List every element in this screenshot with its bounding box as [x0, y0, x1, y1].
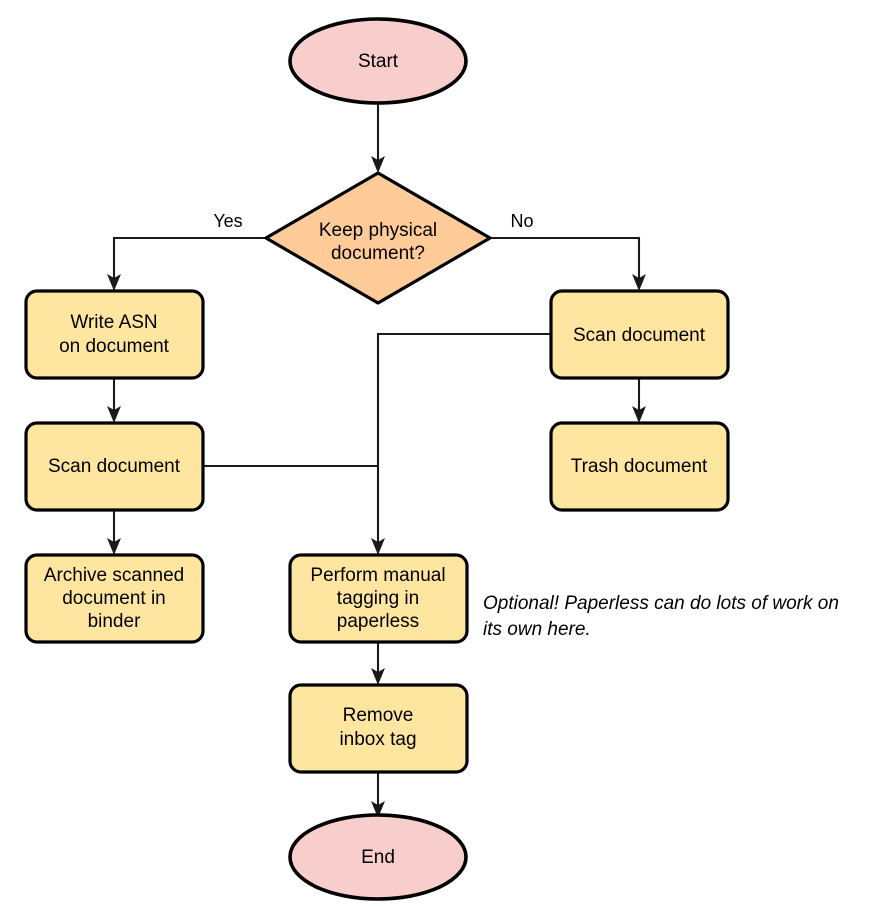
scan-document-right-box: [549, 289, 730, 380]
node-decision-keep-physical-document[interactable]: Keep physical document?: [264, 171, 492, 305]
archive-box: [24, 553, 205, 644]
scan-document-left-label: Scan document: [48, 456, 181, 477]
edge-scan-right-to-trash: [632, 378, 646, 423]
annotation-optional-paperless: Optional! Paperless can do lots of work …: [483, 593, 839, 640]
decision-label-line1: Keep physical: [319, 220, 437, 241]
edge-remove-inbox-to-end: [371, 772, 385, 818]
write-asn-box: [24, 289, 205, 380]
edge-decision-no-to-scan-right: [490, 236, 646, 291]
node-scan-document-left[interactable]: Scan document: [24, 421, 205, 512]
remove-inbox-label-line2: inbox tag: [339, 729, 416, 750]
edge-decision-yes-to-write-asn: [107, 236, 266, 291]
tagging-label-line3: paperless: [337, 611, 419, 632]
edge-label-no: No: [510, 211, 533, 231]
node-end[interactable]: End: [288, 813, 468, 901]
edge-label-yes: Yes: [213, 211, 242, 231]
trash-document-box: [549, 421, 730, 512]
node-scan-document-right[interactable]: Scan document: [549, 289, 730, 380]
scan-document-left-box: [24, 421, 205, 512]
edge-scan-right-to-tagging: [371, 332, 551, 555]
edge-layer: [107, 100, 646, 818]
archive-label-line3: binder: [88, 611, 141, 632]
trash-document-label: Trash document: [571, 456, 708, 477]
tagging-box: [288, 553, 469, 644]
edge-scan-left-to-archive: [107, 510, 121, 555]
node-remove-inbox-tag[interactable]: Remove inbox tag: [288, 683, 469, 774]
write-asn-label-line2: on document: [59, 336, 170, 357]
annotation-line1: Optional! Paperless can do lots of work …: [483, 593, 839, 614]
write-asn-label-line1: Write ASN: [70, 312, 157, 333]
end-ellipse: [288, 813, 468, 901]
node-perform-manual-tagging[interactable]: Perform manual tagging in paperless: [288, 553, 469, 644]
node-write-asn-on-document[interactable]: Write ASN on document: [24, 289, 205, 380]
node-start[interactable]: Start: [288, 17, 468, 105]
decision-diamond: [264, 171, 492, 305]
start-ellipse: [288, 17, 468, 105]
end-label: End: [361, 847, 395, 868]
archive-label-line1: Archive scanned: [44, 565, 184, 586]
tagging-label-line1: Perform manual: [310, 565, 445, 586]
archive-label-line2: document in: [62, 588, 166, 609]
remove-inbox-label-line1: Remove: [343, 705, 414, 726]
edge-start-to-decision: [371, 100, 385, 173]
edge-tagging-to-remove-inbox: [371, 641, 385, 685]
start-label: Start: [358, 51, 399, 72]
remove-inbox-tag-box: [288, 683, 469, 774]
annotation-line2: its own here.: [483, 619, 591, 640]
node-archive-scanned-document[interactable]: Archive scanned document in binder: [24, 553, 205, 644]
decision-label-line2: document?: [331, 243, 425, 264]
tagging-label-line2: tagging in: [337, 588, 419, 609]
scan-document-right-label: Scan document: [573, 325, 706, 346]
edge-write-asn-to-scan-left: [107, 378, 121, 423]
node-trash-document[interactable]: Trash document: [549, 421, 730, 512]
